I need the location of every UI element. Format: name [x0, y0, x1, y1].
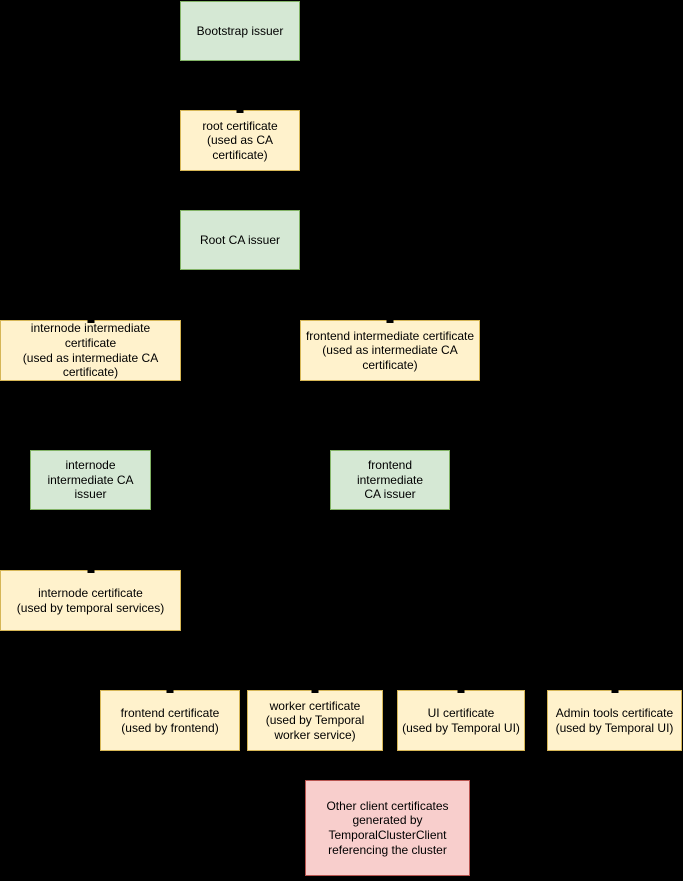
arrowhead-notch [386, 319, 394, 323]
node-label: frontend certificate (used by frontend) [120, 705, 220, 735]
node-frontend-intermediate-ca-issuer: frontend intermediate CA issuer [330, 450, 450, 510]
node-label: Root CA issuer [199, 232, 281, 247]
node-internode-intermediate-certificate: internode intermediate certificate (used… [0, 319, 181, 381]
node-other-client-certificates: Other client certificates generated by T… [305, 780, 470, 876]
node-label: internode certificate (used by temporal … [16, 585, 165, 615]
node-admin-tools-certificate: Admin tools certificate (used by Tempora… [547, 689, 682, 751]
node-label: Bootstrap issuer [196, 23, 284, 38]
node-frontend-intermediate-certificate: frontend intermediate certificate (used … [300, 319, 480, 381]
arrowhead-notch [457, 689, 465, 693]
node-label: internode intermediate CA issuer [47, 458, 134, 502]
arrowhead-notch [236, 109, 244, 113]
node-ui-certificate: UI certificate (used by Temporal UI) [397, 689, 525, 751]
arrowhead-notch [87, 569, 94, 573]
node-root-certificate: root certificate (used as CA certificate… [180, 109, 300, 171]
node-internode-certificate: internode certificate (used by temporal … [0, 569, 181, 631]
node-label: frontend intermediate certificate (used … [305, 328, 475, 372]
arrowhead-notch [87, 319, 94, 323]
node-label: Admin tools certificate (used by Tempora… [555, 705, 674, 735]
node-label: Other client certificates generated by T… [326, 798, 449, 857]
node-label: frontend intermediate CA issuer [356, 458, 424, 502]
node-internode-intermediate-ca-issuer: internode intermediate CA issuer [30, 450, 151, 510]
arrowhead-notch [611, 689, 618, 693]
node-frontend-certificate: frontend certificate (used by frontend) [100, 689, 240, 751]
node-worker-certificate: worker certificate (used by Temporal wor… [247, 689, 383, 751]
node-bootstrap-issuer: Bootstrap issuer [180, 1, 300, 61]
node-label: UI certificate (used by Temporal UI) [402, 705, 520, 735]
arrowhead-notch [166, 689, 174, 693]
node-label: worker certificate (used by Temporal wor… [265, 698, 365, 742]
arrowhead-notch [311, 689, 319, 693]
node-root-ca-issuer: Root CA issuer [180, 210, 300, 270]
node-label: internode intermediate certificate (used… [22, 321, 159, 380]
node-label: root certificate (used as CA certificate… [202, 118, 278, 162]
